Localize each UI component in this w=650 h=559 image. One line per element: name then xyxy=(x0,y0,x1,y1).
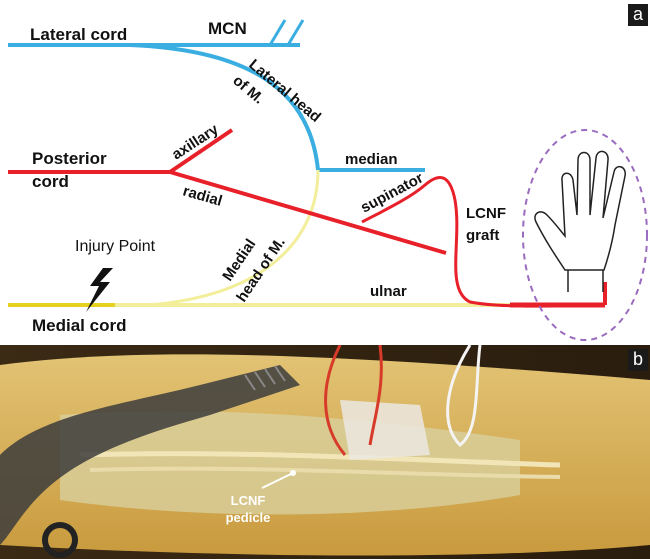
pedicle-pointer-dot xyxy=(290,470,296,476)
label-posterior: Posterior xyxy=(32,149,107,168)
panel-a-diagram: Lateral cord MCN Lateral head of M. Post… xyxy=(0,0,650,345)
panel-letter-b: b xyxy=(628,349,648,371)
nerve-diagram: Lateral cord MCN Lateral head of M. Post… xyxy=(0,0,650,345)
label-injury-point: Injury Point xyxy=(75,238,156,255)
label-ulnar: ulnar xyxy=(370,283,407,300)
dissection-photo: LCNF pedicle xyxy=(0,345,650,559)
label-lateral-cord: Lateral cord xyxy=(30,25,127,44)
label-lcnf-pedicle: LCNF xyxy=(231,493,266,508)
label-medial-cord: Medial cord xyxy=(32,316,126,335)
label-graft: graft xyxy=(466,227,499,244)
mcn-branch-2 xyxy=(288,20,303,45)
panel-letter-a: a xyxy=(628,4,648,26)
label-lcnf: LCNF xyxy=(466,205,506,222)
label-pedicle: pedicle xyxy=(226,510,271,525)
label-median: median xyxy=(345,151,398,168)
label-posterior-cord: cord xyxy=(32,172,69,191)
lateral-head-line xyxy=(130,45,318,170)
panel-b-photo: LCNF pedicle b xyxy=(0,345,650,559)
white-background-paper xyxy=(340,400,430,460)
mcn-branch-1 xyxy=(270,20,285,45)
label-mcn: MCN xyxy=(208,19,247,38)
hand-icon xyxy=(535,151,625,292)
